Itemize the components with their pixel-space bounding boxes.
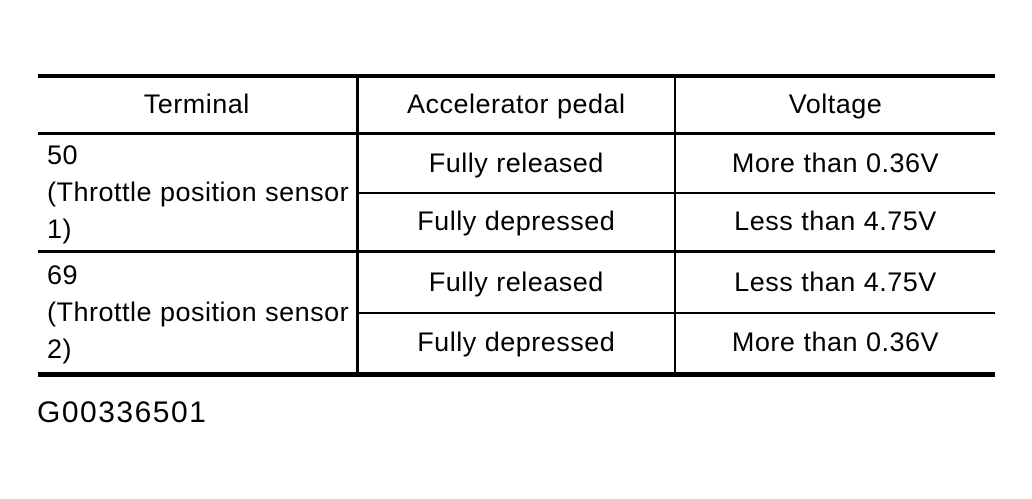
table-header-row: Terminal Accelerator pedal Voltage bbox=[38, 76, 995, 135]
pedal-state-cell: Fully released bbox=[355, 251, 675, 314]
sensor-voltage-spec-table: Terminal Accelerator pedal Voltage 50 (T… bbox=[38, 74, 995, 377]
header-terminal: Terminal bbox=[38, 76, 357, 135]
pedal-state-cell: Fully released bbox=[355, 133, 675, 194]
table-row: Fully depressed More than 0.36V bbox=[38, 313, 995, 374]
table-row: 69 (Throttle position sensor 2) Fully re… bbox=[38, 251, 995, 364]
pedal-state-cell: Fully depressed bbox=[355, 193, 675, 253]
table-row: 50 (Throttle position sensor 1) Fully re… bbox=[38, 133, 995, 253]
voltage-value-cell: More than 0.36V bbox=[674, 133, 995, 194]
terminal-desc-line-2: 1) bbox=[47, 213, 73, 244]
voltage-value-cell: More than 0.36V bbox=[674, 313, 995, 374]
terminal-desc-line-1: (Throttle position sensor bbox=[47, 296, 350, 327]
figure-id-label: G00336501 bbox=[37, 396, 208, 429]
terminal-desc-line-2: 2) bbox=[47, 333, 73, 364]
terminal-desc-line-1: (Throttle position sensor bbox=[47, 176, 350, 207]
header-accelerator-pedal: Accelerator pedal bbox=[355, 76, 675, 135]
table-row: Fully depressed Less than 4.75V bbox=[38, 193, 995, 253]
terminal-cell-sensor-2: 69 (Throttle position sensor 2) bbox=[38, 251, 357, 374]
terminal-number: 50 bbox=[47, 139, 79, 170]
terminal-cell-sensor-1: 50 (Throttle position sensor 1) bbox=[38, 133, 357, 253]
voltage-value-cell: Less than 4.75V bbox=[674, 251, 995, 314]
header-voltage: Voltage bbox=[674, 76, 995, 135]
pedal-state-cell: Fully depressed bbox=[355, 313, 675, 374]
voltage-value-cell: Less than 4.75V bbox=[674, 193, 995, 253]
terminal-number: 69 bbox=[47, 259, 79, 290]
